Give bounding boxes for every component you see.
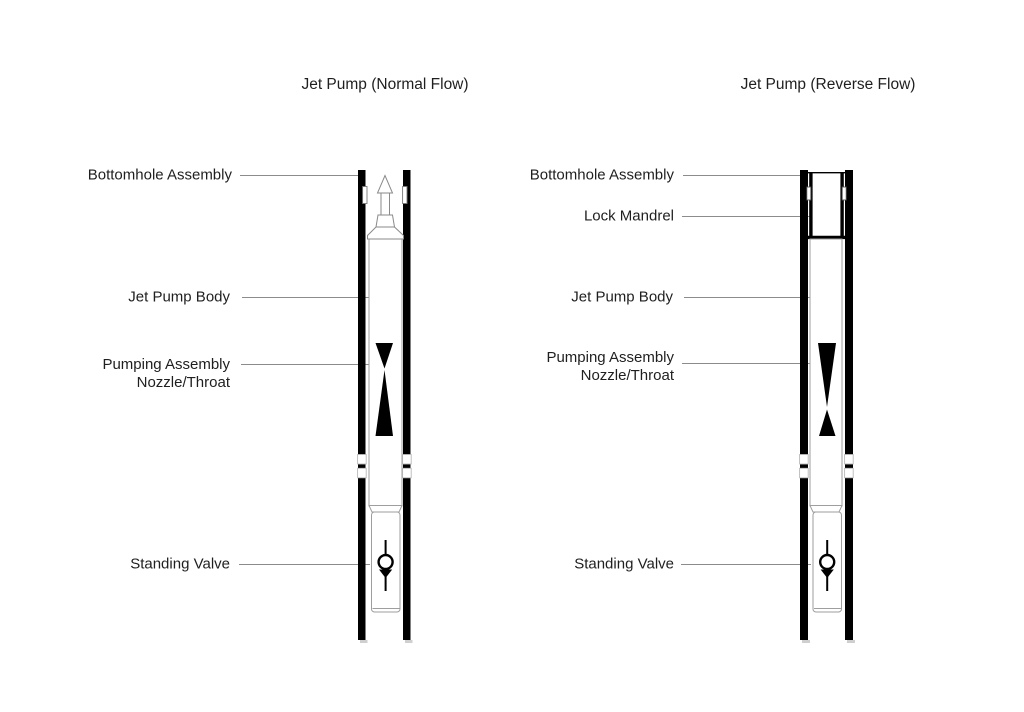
casing-walls: [800, 170, 855, 643]
latch-notches: [362, 186, 408, 204]
label-jet-pump-body: Jet Pump Body: [128, 288, 230, 306]
casing-walls: [358, 170, 413, 643]
label-standing-valve: Standing Valve: [574, 555, 674, 573]
standing-valve-symbol: [377, 540, 394, 591]
leader-line-bottomhole-assembly: [683, 175, 801, 176]
leader-line-pumping-assembly: [682, 363, 814, 364]
label-bottomhole-assembly: Bottomhole Assembly: [87, 166, 232, 184]
leader-line-jet-pump-body: [684, 297, 827, 298]
nozzle-throat-reversed: [818, 343, 836, 436]
leader-line-lock-mandrel: [682, 216, 825, 217]
fishing-neck-arrow: [367, 174, 404, 240]
casing-shadow: [847, 640, 855, 643]
casing-wall-left: [358, 170, 366, 640]
title-reverse-flow: Jet Pump (Reverse Flow): [740, 76, 916, 93]
label-pumping-assembly-line2: Nozzle/Throat: [136, 373, 230, 391]
nozzle-throat: [375, 343, 393, 436]
casing-shadow: [802, 640, 810, 643]
leader-line-pumping-assembly: [241, 364, 384, 365]
casing-wall-left: [800, 170, 808, 640]
label-pumping-assembly-line2: Nozzle/Throat: [580, 366, 674, 384]
body-bottom-chamfer: [368, 505, 403, 513]
leader-line-bottomhole-assembly: [240, 175, 359, 176]
jet-pump-body-tube: [368, 238, 403, 507]
label-pumping-assembly: Pumping Assembly Nozzle/Throat: [102, 356, 230, 391]
casing-shadow: [360, 640, 368, 643]
label-jet-pump-body: Jet Pump Body: [571, 288, 673, 306]
label-pumping-assembly-line1: Pumping Assembly: [102, 356, 230, 373]
label-pumping-assembly-line1: Pumping Assembly: [546, 349, 674, 366]
label-lock-mandrel: Lock Mandrel: [583, 207, 674, 225]
wellbore-schematic-reverse-flow: [799, 170, 855, 643]
leader-line-standing-valve: [681, 564, 811, 565]
title-normal-flow: Jet Pump (Normal Flow): [301, 76, 469, 93]
lock-mandrel: [808, 171, 845, 240]
leader-line-jet-pump-body: [242, 297, 385, 298]
casing-wall-right: [845, 170, 853, 640]
label-standing-valve: Standing Valve: [130, 555, 230, 573]
lock-dogs: [806, 186, 847, 201]
casing-wall-right: [403, 170, 411, 640]
casing-shadow: [405, 640, 413, 643]
standing-valve-symbol: [819, 540, 836, 591]
label-bottomhole-assembly: Bottomhole Assembly: [529, 166, 674, 184]
leader-line-standing-valve: [239, 564, 370, 565]
wellbore-schematic-normal-flow: [357, 170, 413, 643]
body-bottom-chamfer: [809, 505, 843, 513]
perforation-marks: [357, 454, 412, 479]
perforation-marks: [799, 454, 854, 479]
label-pumping-assembly: Pumping Assembly Nozzle/Throat: [546, 349, 674, 384]
